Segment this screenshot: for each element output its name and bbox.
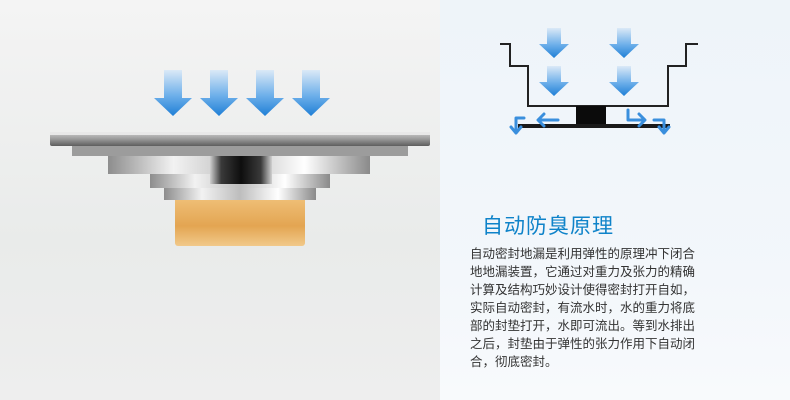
principle-description: 自动密封地漏是利用弹性的原理冲下闭合 地地漏装置，它通过对重力及张力的精确 计算…	[470, 245, 770, 371]
outflow-arrow-icon	[509, 125, 523, 135]
drain-body	[50, 132, 430, 246]
down-arrow-icon	[200, 70, 238, 116]
outflow-arrow-icon	[652, 118, 666, 134]
outflow-arrow-icon	[626, 108, 646, 122]
down-arrow-icon	[292, 70, 330, 116]
down-arrow-icon	[154, 70, 192, 116]
seal-base-plate	[518, 124, 670, 128]
down-arrow-icon	[539, 66, 569, 96]
down-arrow-icon	[609, 66, 639, 96]
description-line: 计算及结构巧妙设计使得密封打开自如，	[470, 282, 696, 297]
outflow-arrow-icon	[657, 125, 671, 135]
description-line: 合，彻底密封。	[470, 354, 558, 369]
down-arrow-icon	[609, 28, 639, 58]
description-line: 地地漏装置，它通过对重力及张力的精确	[470, 264, 696, 279]
outflow-arrow-icon	[514, 116, 526, 134]
floor-drain-illustration	[50, 70, 430, 246]
seal-plug	[576, 106, 606, 128]
outflow-arrows	[509, 108, 671, 135]
description-line: 之后，封垫由于弹性的张力作用下自动闭	[470, 336, 696, 351]
down-arrow-icon	[539, 28, 569, 58]
seal-principle-diagram	[500, 28, 698, 135]
outflow-arrow-icon	[637, 112, 647, 128]
drain-cross-section-outline	[500, 43, 698, 107]
down-arrow-icon	[246, 70, 284, 116]
section-title: 自动防臭原理	[482, 214, 614, 238]
water-arrows-left	[154, 70, 330, 116]
water-arrows-right	[539, 28, 639, 96]
description-line: 实际自动密封，有流水时，水的重力将底	[470, 300, 696, 315]
principle-panel	[440, 0, 790, 400]
outflow-arrow-icon	[536, 112, 546, 128]
description-line: 自动密封地漏是利用弹性的原理冲下闭合	[470, 246, 696, 261]
description-line: 部的封垫打开，水即可流出。等到水排出	[470, 318, 696, 333]
